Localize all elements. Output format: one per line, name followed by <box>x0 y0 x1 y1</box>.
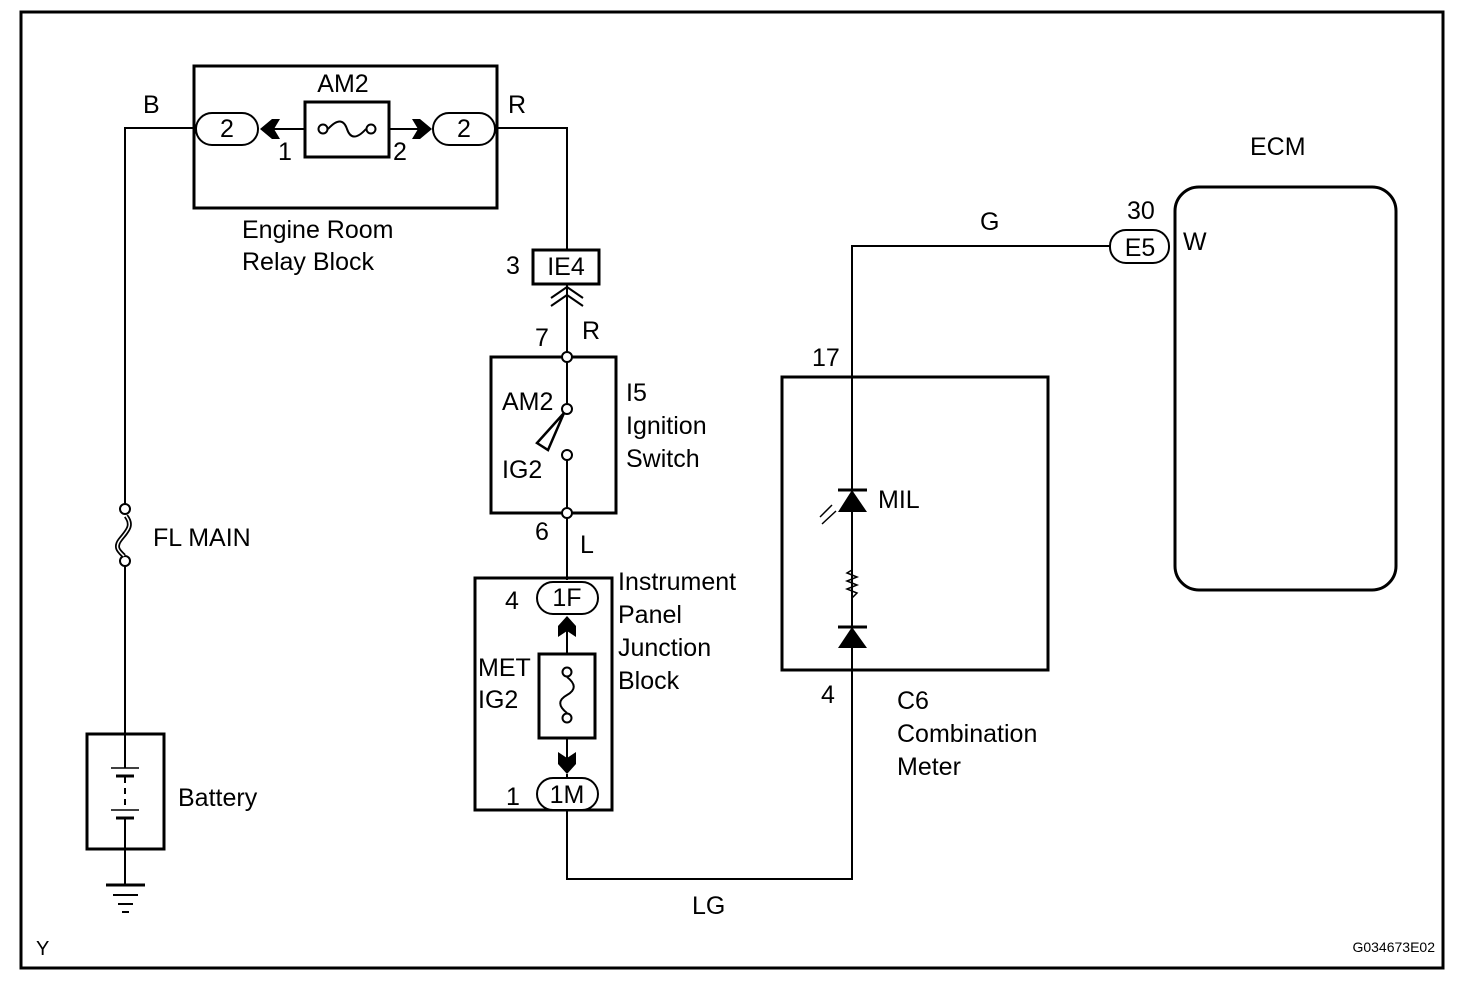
connector-1f-label: 1F <box>552 584 581 612</box>
switch-code: I5 <box>626 379 647 407</box>
battery-label: Battery <box>178 784 258 812</box>
connector-e5-label: E5 <box>1125 234 1156 262</box>
junction-name-line4: Block <box>618 667 680 695</box>
drawing-id: G034673E02 <box>1352 939 1435 955</box>
wire-color-lg: LG <box>692 892 725 920</box>
ie4-pin: 3 <box>506 252 520 280</box>
switch-contact-ig2: IG2 <box>502 456 542 484</box>
switch-pin-bottom: 6 <box>535 518 549 546</box>
connector-1f-pin: 4 <box>505 587 519 615</box>
ecm-pin: 30 <box>1127 197 1155 225</box>
wire-color-g: G <box>980 208 999 236</box>
relay-block-name-line2: Relay Block <box>242 248 374 276</box>
fuse-pin-2: 2 <box>393 138 407 166</box>
ground-icon <box>106 883 145 913</box>
diode-icon <box>838 627 867 648</box>
ie4-box <box>531 248 601 286</box>
fl-main-fusible-link: FL MAIN <box>115 503 251 567</box>
am2-fuse-label: AM2 <box>317 70 368 98</box>
wire-b-upper <box>124 127 195 505</box>
switch-contact-am2: AM2 <box>502 388 553 416</box>
ecm-label: ECM <box>1250 133 1306 161</box>
wire-lg <box>566 672 853 880</box>
relay-left-terminal-icon <box>260 119 280 139</box>
ignition-switch-outline <box>489 355 618 515</box>
meter-pin-top: 17 <box>812 344 840 372</box>
ecm-pin-color: W <box>1183 228 1207 256</box>
resistor-icon <box>844 569 860 599</box>
met-ig2-fuse-icon <box>559 676 575 714</box>
corner-mark: Y <box>36 938 49 960</box>
relay-right-terminal-icon <box>412 119 432 139</box>
wire-color-r-top: R <box>508 91 526 119</box>
wire-g <box>851 245 1110 377</box>
connector-e5 <box>1109 229 1170 264</box>
met-fuse-label-line1: MET <box>478 654 531 682</box>
relay-left-connector-label: 2 <box>220 115 234 143</box>
connector-1m <box>536 777 599 811</box>
battery: Battery <box>85 732 258 885</box>
relay-block-name-line1: Engine Room <box>242 216 393 244</box>
ie4-mating-arrow-icon <box>550 285 584 299</box>
relay-right-connector-label: 2 <box>457 115 471 143</box>
am2-fuse-icon <box>327 120 367 138</box>
meter-pin-bottom: 4 <box>821 681 835 709</box>
wire-color-b: B <box>143 91 160 119</box>
ignition-switch: 7 6 AM2 IG2 I5 Ignition Switch <box>489 324 707 546</box>
relay-right-connector <box>432 112 496 146</box>
connector-ie4: IE4 3 <box>506 248 601 307</box>
ecm: E5 30 W ECM <box>1109 133 1398 592</box>
connector-1m-pin: 1 <box>506 783 520 811</box>
junction-name-line2: Panel <box>618 601 682 629</box>
junction-name-line1: Instrument <box>618 568 736 596</box>
junction-down-terminal-icon <box>558 752 576 774</box>
wire-r-relay-to-ie4 <box>496 127 568 250</box>
instrument-panel-junction-block: 1F 4 1M 1 MET IG2 Instrument Panel Junct… <box>473 568 736 812</box>
wire-color-l: L <box>580 531 594 559</box>
wire-color-r-mid: R <box>582 317 600 345</box>
combination-meter: MIL 17 4 C6 Combination Meter <box>780 344 1050 781</box>
switch-name-line2: Switch <box>626 445 700 473</box>
junction-name-line3: Junction <box>618 634 711 662</box>
combination-meter-outline <box>780 375 1050 672</box>
fuse-pin-1: 1 <box>278 138 292 166</box>
meter-name-line2: Meter <box>897 753 961 781</box>
junction-up-terminal-icon <box>558 616 576 637</box>
switch-lever-icon <box>535 412 566 452</box>
engine-room-relay-block: 2 2 AM2 1 2 Engine Room Relay Block <box>192 64 499 276</box>
mil-led-icon <box>838 490 867 512</box>
switch-name-line1: Ignition <box>626 412 707 440</box>
mil-label: MIL <box>878 486 920 514</box>
junction-block-outline <box>473 576 614 812</box>
fl-main-label: FL MAIN <box>153 524 251 552</box>
met-fuse-label-line2: IG2 <box>478 686 518 714</box>
drawing-frame <box>19 10 1445 970</box>
switch-pin-top: 7 <box>535 324 549 352</box>
meter-name-line1: Combination <box>897 720 1037 748</box>
relay-block-outline <box>192 64 499 210</box>
connector-1f <box>536 581 599 615</box>
connector-1m-label: 1M <box>550 781 585 809</box>
relay-left-connector <box>195 112 259 146</box>
meter-code: C6 <box>897 687 929 715</box>
ecm-outline <box>1173 185 1398 592</box>
ie4-label: IE4 <box>547 253 585 281</box>
